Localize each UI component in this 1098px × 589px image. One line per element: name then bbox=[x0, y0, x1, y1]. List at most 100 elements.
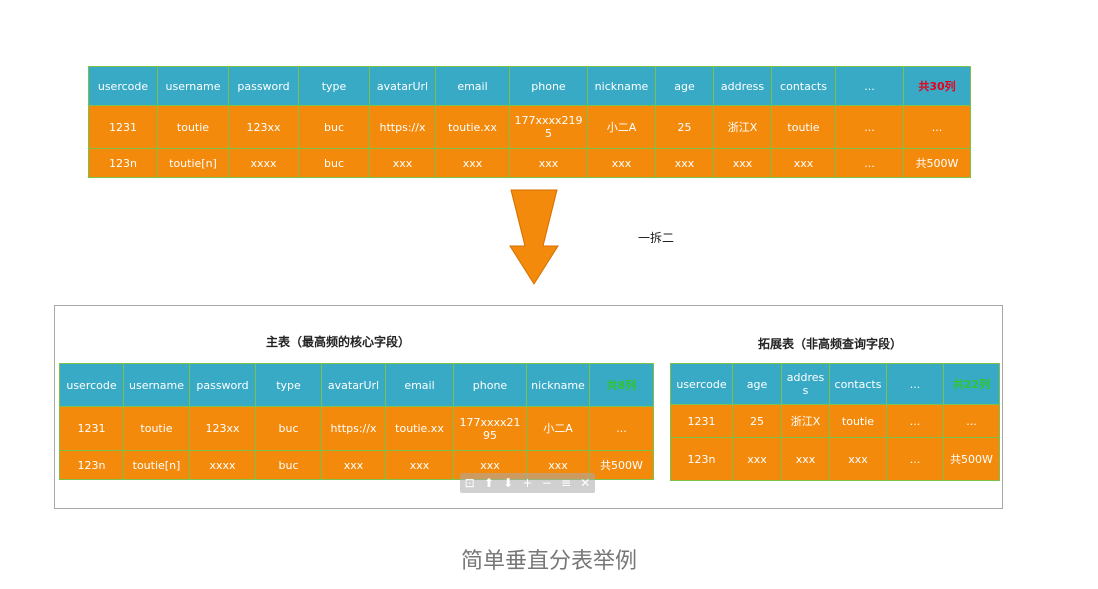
table-cell: buc bbox=[298, 105, 370, 149]
table-cell: buc bbox=[255, 406, 322, 451]
header-cell: address bbox=[713, 66, 772, 106]
table-cell: 1231 bbox=[670, 404, 733, 438]
row-count-note: 共500W bbox=[903, 148, 971, 178]
header-cell: ... bbox=[835, 66, 904, 106]
table-cell: xxx bbox=[385, 450, 454, 480]
table-cell: xxx bbox=[655, 148, 714, 178]
row-count-note: 共500W bbox=[943, 437, 1000, 481]
table-cell: https://x bbox=[369, 105, 436, 149]
table-cell: xxxx bbox=[228, 148, 299, 178]
table-header-row: usercode username password type avatarUr… bbox=[59, 363, 654, 407]
table-cell: 123n bbox=[88, 148, 158, 178]
header-cell: avatarUrl bbox=[321, 363, 386, 407]
table-header-row: usercode age address contacts ... 共22列 bbox=[670, 363, 1000, 405]
table-cell: toutie.xx bbox=[435, 105, 510, 149]
table-cell: ... bbox=[835, 105, 904, 149]
plus-icon[interactable]: + bbox=[522, 476, 533, 490]
table-cell: ... bbox=[903, 105, 971, 149]
table-cell: ... bbox=[886, 437, 944, 481]
row-count-note: 共500W bbox=[589, 450, 654, 480]
header-cell: password bbox=[189, 363, 256, 407]
header-cell: type bbox=[298, 66, 370, 106]
table-cell: toutie bbox=[829, 404, 887, 438]
split-label: 一拆二 bbox=[638, 231, 675, 245]
split-down-arrow-icon bbox=[509, 189, 559, 285]
table-cell: xxx bbox=[369, 148, 436, 178]
header-cell: username bbox=[123, 363, 190, 407]
main-table: usercode username password type avatarUr… bbox=[59, 363, 654, 480]
close-icon[interactable]: ✕ bbox=[580, 476, 591, 490]
table-cell: buc bbox=[298, 148, 370, 178]
table-cell: toutie bbox=[123, 406, 190, 451]
table-cell: toutie bbox=[157, 105, 229, 149]
table-cell: ... bbox=[943, 404, 1000, 438]
table-cell: xxx bbox=[509, 148, 588, 178]
main-table-title: 主表（最高频的核心字段） bbox=[266, 335, 411, 349]
table-cell: 小二A bbox=[526, 406, 590, 451]
table-cell: toutie bbox=[771, 105, 836, 149]
minus-icon[interactable]: − bbox=[541, 476, 552, 490]
table-row: 123n toutie[n] xxxx buc xxx xxx xxx xxx … bbox=[88, 148, 971, 178]
table-row: 1231 25 浙江X toutie ... ... bbox=[670, 404, 1000, 438]
table-cell: xxx bbox=[829, 437, 887, 481]
table-header-row: usercode username password type avatarUr… bbox=[88, 66, 971, 106]
table-cell: xxx bbox=[781, 437, 830, 481]
header-cell: email bbox=[435, 66, 510, 106]
table-cell: 25 bbox=[732, 404, 782, 438]
header-cell: password bbox=[228, 66, 299, 106]
column-count-note: 共22列 bbox=[943, 363, 1000, 405]
table-cell: 1231 bbox=[59, 406, 124, 451]
table-cell: xxx bbox=[771, 148, 836, 178]
column-count-note: 共30列 bbox=[903, 66, 971, 106]
table-cell: 25 bbox=[655, 105, 714, 149]
header-cell: address bbox=[781, 363, 830, 405]
header-cell: contacts bbox=[771, 66, 836, 106]
table-cell: 123n bbox=[670, 437, 733, 481]
header-cell: usercode bbox=[88, 66, 158, 106]
table-cell: toutie[n] bbox=[123, 450, 190, 480]
column-count-note: 共8列 bbox=[589, 363, 654, 407]
header-cell: ... bbox=[886, 363, 944, 405]
header-cell: nickname bbox=[587, 66, 656, 106]
table-cell: 1231 bbox=[88, 105, 158, 149]
arrow-up-icon[interactable]: ⬆ bbox=[483, 476, 494, 490]
table-cell: 小二A bbox=[587, 105, 656, 149]
table-cell: 123xx bbox=[189, 406, 256, 451]
figure-caption: 简单垂直分表举例 bbox=[460, 549, 637, 574]
table-cell: xxx bbox=[713, 148, 772, 178]
table-cell: toutie[n] bbox=[157, 148, 229, 178]
table-cell: buc bbox=[255, 450, 322, 480]
table-cell: 浙江X bbox=[781, 404, 830, 438]
extension-table: usercode age address contacts ... 共22列 1… bbox=[670, 363, 1000, 481]
table-cell: ... bbox=[835, 148, 904, 178]
table-cell: 123n bbox=[59, 450, 124, 480]
table-row: 1231 toutie 123xx buc https://x toutie.x… bbox=[59, 406, 654, 451]
table-cell: xxx bbox=[321, 450, 386, 480]
menu-icon[interactable]: ≡ bbox=[561, 476, 572, 490]
header-cell: type bbox=[255, 363, 322, 407]
table-cell: xxx bbox=[732, 437, 782, 481]
table-cell: xxx bbox=[435, 148, 510, 178]
table-row: 123n xxx xxx xxx ... 共500W bbox=[670, 437, 1000, 481]
table-cell: 177xxxx2195 bbox=[453, 406, 527, 451]
header-cell: avatarUrl bbox=[369, 66, 436, 106]
table-cell: ... bbox=[589, 406, 654, 451]
table-cell: 177xxxx2195 bbox=[509, 105, 588, 149]
original-user-table: usercode username password type avatarUr… bbox=[88, 66, 971, 178]
table-cell: 浙江X bbox=[713, 105, 772, 149]
header-cell: contacts bbox=[829, 363, 887, 405]
table-cell: https://x bbox=[321, 406, 386, 451]
ext-table-title: 拓展表（非高频查询字段） bbox=[758, 337, 903, 351]
table-cell: 123xx bbox=[228, 105, 299, 149]
header-cell: age bbox=[655, 66, 714, 106]
header-cell: age bbox=[732, 363, 782, 405]
header-cell: usercode bbox=[670, 363, 733, 405]
table-cell: toutie.xx bbox=[385, 406, 454, 451]
header-cell: usercode bbox=[59, 363, 124, 407]
header-cell: username bbox=[157, 66, 229, 106]
image-icon[interactable]: ⊡ bbox=[464, 476, 475, 490]
table-cell: xxx bbox=[587, 148, 656, 178]
table-cell: xxxx bbox=[189, 450, 256, 480]
table-cell: ... bbox=[886, 404, 944, 438]
arrow-down-icon[interactable]: ⬇ bbox=[503, 476, 514, 490]
